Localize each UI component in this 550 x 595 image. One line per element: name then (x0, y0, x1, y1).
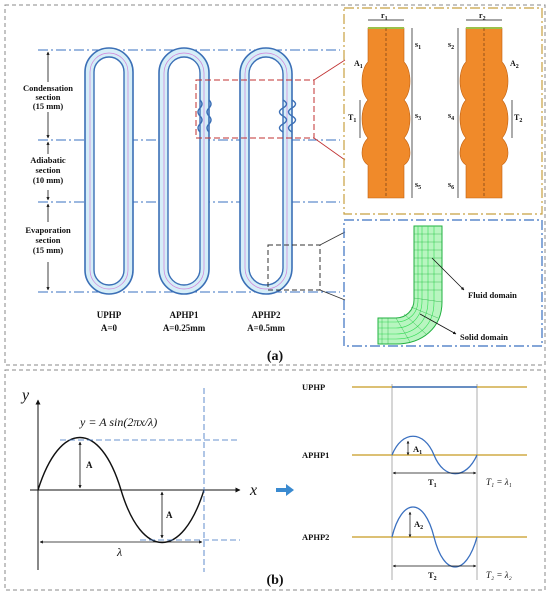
s1-label: s1 (415, 40, 421, 51)
callout-box-bend (267, 244, 321, 291)
callout-line-1 (313, 59, 346, 81)
t1-label: T1 (348, 113, 356, 124)
condensation-label-2: section (35, 92, 60, 102)
s5-label: s5 (415, 180, 421, 191)
panel-b-frame (4, 369, 546, 591)
row-label-uphp: UPHP (302, 382, 325, 392)
uphp-label: UPHP (97, 310, 122, 320)
comparison-labels: UPHP APHP1 APHP2 A1 A2 T1 T2 T₁ = λ₁ T₂ … (302, 382, 512, 582)
sine-curve (37, 436, 205, 544)
equation-label: y = A sin(2πx/λ) (79, 415, 157, 429)
t1-sub-label: T1 (428, 477, 437, 489)
solid-pointer (419, 313, 457, 335)
a1-sub-label: A1 (413, 444, 422, 456)
panel-b-label: (b) (266, 573, 283, 588)
callout-line-3 (319, 231, 346, 246)
s3-label: s3 (415, 111, 421, 122)
callout-box-wave (195, 79, 315, 139)
evaporation-label-2: section (35, 235, 60, 245)
adiabatic-label-2: section (35, 165, 60, 175)
panel-a-label: (a) (267, 349, 284, 364)
aphp1-amp-label: A=0.25mm (163, 323, 206, 333)
s6-label: s6 (448, 180, 454, 191)
comparison-guides (391, 384, 478, 580)
t2-sub-label: T2 (428, 570, 437, 582)
condensation-label-3: (15 mm) (33, 101, 64, 111)
detail-copper-right (459, 27, 509, 199)
mesh-bend (377, 225, 443, 345)
y-axis-label: y (20, 387, 30, 404)
t2-label: T2 (514, 113, 522, 124)
callout-line-2 (313, 137, 346, 161)
aphp2-row (352, 506, 527, 568)
a2-sub-label: A2 (414, 519, 423, 531)
sine-dimensions (39, 441, 203, 544)
evaporation-label-3: (15 mm) (33, 245, 64, 255)
a2-label: A2 (510, 59, 519, 70)
a1-label: A1 (354, 59, 363, 70)
amp-label-top: A (86, 460, 93, 470)
mesh-frame (343, 219, 543, 347)
sine-guides (60, 388, 240, 572)
detail-frame (343, 7, 543, 215)
pipe-labels: UPHP A=0 APHP1 A=0.25mm APHP2 A=0.5mm (97, 310, 286, 333)
detail-copper-left (361, 27, 411, 199)
lambda-label: λ (116, 545, 122, 559)
solid-domain-label: Solid domain (460, 332, 508, 342)
section-labels: Condensation section (15 mm) Adiabatic s… (23, 83, 73, 255)
r1-label: r1 (381, 11, 388, 22)
condensation-label-1: Condensation (23, 83, 73, 93)
evaporation-label-1: Evaporation (25, 225, 71, 235)
pipe-aphp2 (239, 47, 297, 295)
aphp2-label: APHP2 (252, 310, 281, 320)
aphp1-label: APHP1 (170, 310, 199, 320)
sine-axes (30, 399, 241, 570)
fluid-domain-label: Fluid domain (468, 290, 517, 300)
pipe-aphp1 (158, 47, 212, 295)
detail-labels: r1 r2 s1 s2 s3 s4 s5 s6 A1 A2 T1 T2 (348, 11, 522, 191)
fluid-pointer (431, 257, 465, 291)
row-label-aphp1: APHP1 (302, 450, 329, 460)
t2-relation: T₂ = λ₂ (486, 570, 512, 580)
amp-label-bottom: A (166, 510, 173, 520)
x-axis-label: x (249, 482, 257, 499)
s4-label: s4 (448, 111, 454, 122)
detail-dimensions (359, 19, 513, 198)
panel-a-frame (4, 4, 546, 366)
pipe-uphp (84, 47, 134, 295)
aphp1-row (352, 435, 527, 475)
aphp2-amp-label: A=0.5mm (247, 323, 285, 333)
r2-label: r2 (479, 11, 486, 22)
right-arrow-icon (276, 484, 294, 496)
callout-line-4 (319, 289, 346, 301)
uphp-amp-label: A=0 (101, 323, 118, 333)
adiabatic-label-1: Adiabatic (30, 155, 66, 165)
row-label-aphp2: APHP2 (302, 532, 329, 542)
t1-relation: T₁ = λ₁ (486, 477, 512, 487)
s2-label: s2 (448, 40, 454, 51)
adiabatic-label-3: (10 mm) (33, 175, 64, 185)
